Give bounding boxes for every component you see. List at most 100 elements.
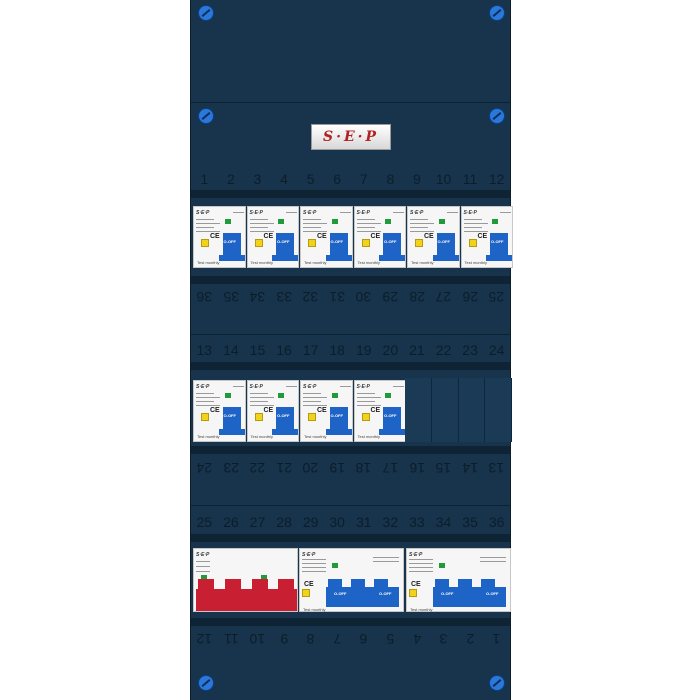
test-label: Test monthly xyxy=(357,434,380,439)
main-switch-lever[interactable] xyxy=(196,589,297,611)
spec-text xyxy=(196,405,220,406)
breaker-base[interactable] xyxy=(486,255,512,261)
slot-number: 17 xyxy=(302,342,319,358)
spec-text xyxy=(232,212,244,213)
main-switch-pole[interactable] xyxy=(198,579,214,593)
slot-number: 31 xyxy=(329,289,345,305)
breaker-toggle[interactable] xyxy=(222,233,241,261)
test-button[interactable] xyxy=(468,239,477,247)
brand-label: S·E·P xyxy=(302,552,316,558)
off-label: O-OFF xyxy=(223,413,236,418)
status-indicator xyxy=(278,219,284,224)
group-switch-lever[interactable] xyxy=(433,587,506,607)
main-switch-pole[interactable] xyxy=(278,579,295,593)
blank-cover xyxy=(405,378,432,442)
spec-text xyxy=(302,559,326,560)
main-switch-pole[interactable] xyxy=(224,579,241,593)
spec-text xyxy=(249,231,274,232)
test-button[interactable] xyxy=(361,239,370,247)
test-button[interactable] xyxy=(201,239,209,247)
slot-number: 5 xyxy=(306,171,315,187)
spec-text xyxy=(410,223,434,224)
slot-number: 27 xyxy=(435,289,452,305)
breaker-base[interactable] xyxy=(272,255,298,261)
group-switch-pole[interactable] xyxy=(435,579,449,591)
breaker-base[interactable] xyxy=(218,255,245,261)
breaker-toggle[interactable] xyxy=(276,407,294,435)
spec-text xyxy=(196,561,210,562)
test-button[interactable] xyxy=(409,589,417,597)
test-button[interactable] xyxy=(201,413,209,421)
test-button[interactable] xyxy=(254,239,263,247)
off-label: O-OFF xyxy=(384,239,397,244)
breaker-base[interactable] xyxy=(325,255,352,261)
status-indicator xyxy=(332,563,338,568)
slot-number: 24 xyxy=(488,342,505,358)
slot-number: 24 xyxy=(196,460,213,476)
breaker-toggle[interactable] xyxy=(329,233,348,261)
spec-text xyxy=(232,386,244,387)
blank-cover xyxy=(431,378,459,442)
spec-text xyxy=(196,571,210,572)
ce-mark: CE xyxy=(304,581,314,588)
spec-text xyxy=(409,563,433,564)
spec-text xyxy=(356,405,381,406)
breaker-toggle[interactable] xyxy=(383,407,401,435)
breaker-toggle[interactable] xyxy=(490,233,508,261)
group-switch-pole[interactable] xyxy=(458,579,472,591)
test-button[interactable] xyxy=(254,413,263,421)
test-button[interactable] xyxy=(302,589,310,597)
breaker-base[interactable] xyxy=(325,429,352,435)
ce-mark: CE xyxy=(263,407,274,414)
ce-mark: CE xyxy=(370,233,381,240)
slot-number: 1 xyxy=(200,171,209,187)
spec-text xyxy=(463,223,488,224)
breaker-toggle[interactable] xyxy=(276,233,294,261)
spec-text xyxy=(356,397,381,398)
group-switch-pole[interactable] xyxy=(481,579,495,591)
slot-number: 9 xyxy=(280,631,288,647)
spec-text xyxy=(303,397,327,398)
group-switch-pole[interactable] xyxy=(374,579,388,591)
slot-number: 33 xyxy=(276,289,292,305)
breaker-base[interactable] xyxy=(218,429,245,435)
test-button[interactable] xyxy=(308,239,316,247)
spec-text xyxy=(196,401,214,402)
slot-number: 4 xyxy=(413,631,421,647)
test-button[interactable] xyxy=(361,413,370,421)
breaker-toggle[interactable] xyxy=(329,407,348,435)
ce-mark: CE xyxy=(317,407,327,414)
spec-text xyxy=(356,231,381,232)
slot-number: 34 xyxy=(435,514,452,530)
breaker-base[interactable] xyxy=(272,429,298,435)
off-label: O-OFF xyxy=(277,239,290,244)
breaker-base[interactable] xyxy=(379,429,405,435)
brand-label: S·E·P xyxy=(196,384,210,390)
spec-text xyxy=(356,223,381,224)
brand-label: S·E·P xyxy=(196,552,210,558)
group-switch-lever[interactable] xyxy=(326,587,399,607)
test-button[interactable] xyxy=(308,413,316,421)
brand-label: S·E·P xyxy=(463,210,477,216)
breaker-toggle[interactable] xyxy=(436,233,455,261)
breaker-toggle[interactable] xyxy=(222,407,241,435)
slot-number: 3 xyxy=(253,171,262,187)
slot-number: 12 xyxy=(196,631,213,647)
main-switch-pole[interactable] xyxy=(251,579,268,593)
slot-number: 3 xyxy=(439,631,448,647)
off-label: O-OFF xyxy=(486,591,499,596)
ce-mark: CE xyxy=(317,233,327,240)
breaker-base[interactable] xyxy=(379,255,405,261)
test-button[interactable] xyxy=(415,239,423,247)
group-switch-pole[interactable] xyxy=(328,579,342,591)
spec-text xyxy=(302,563,326,564)
breaker-toggle[interactable] xyxy=(383,233,401,261)
screw-icon xyxy=(489,675,505,691)
breaker-base[interactable] xyxy=(432,255,459,261)
group-switch-pole[interactable] xyxy=(351,579,365,591)
